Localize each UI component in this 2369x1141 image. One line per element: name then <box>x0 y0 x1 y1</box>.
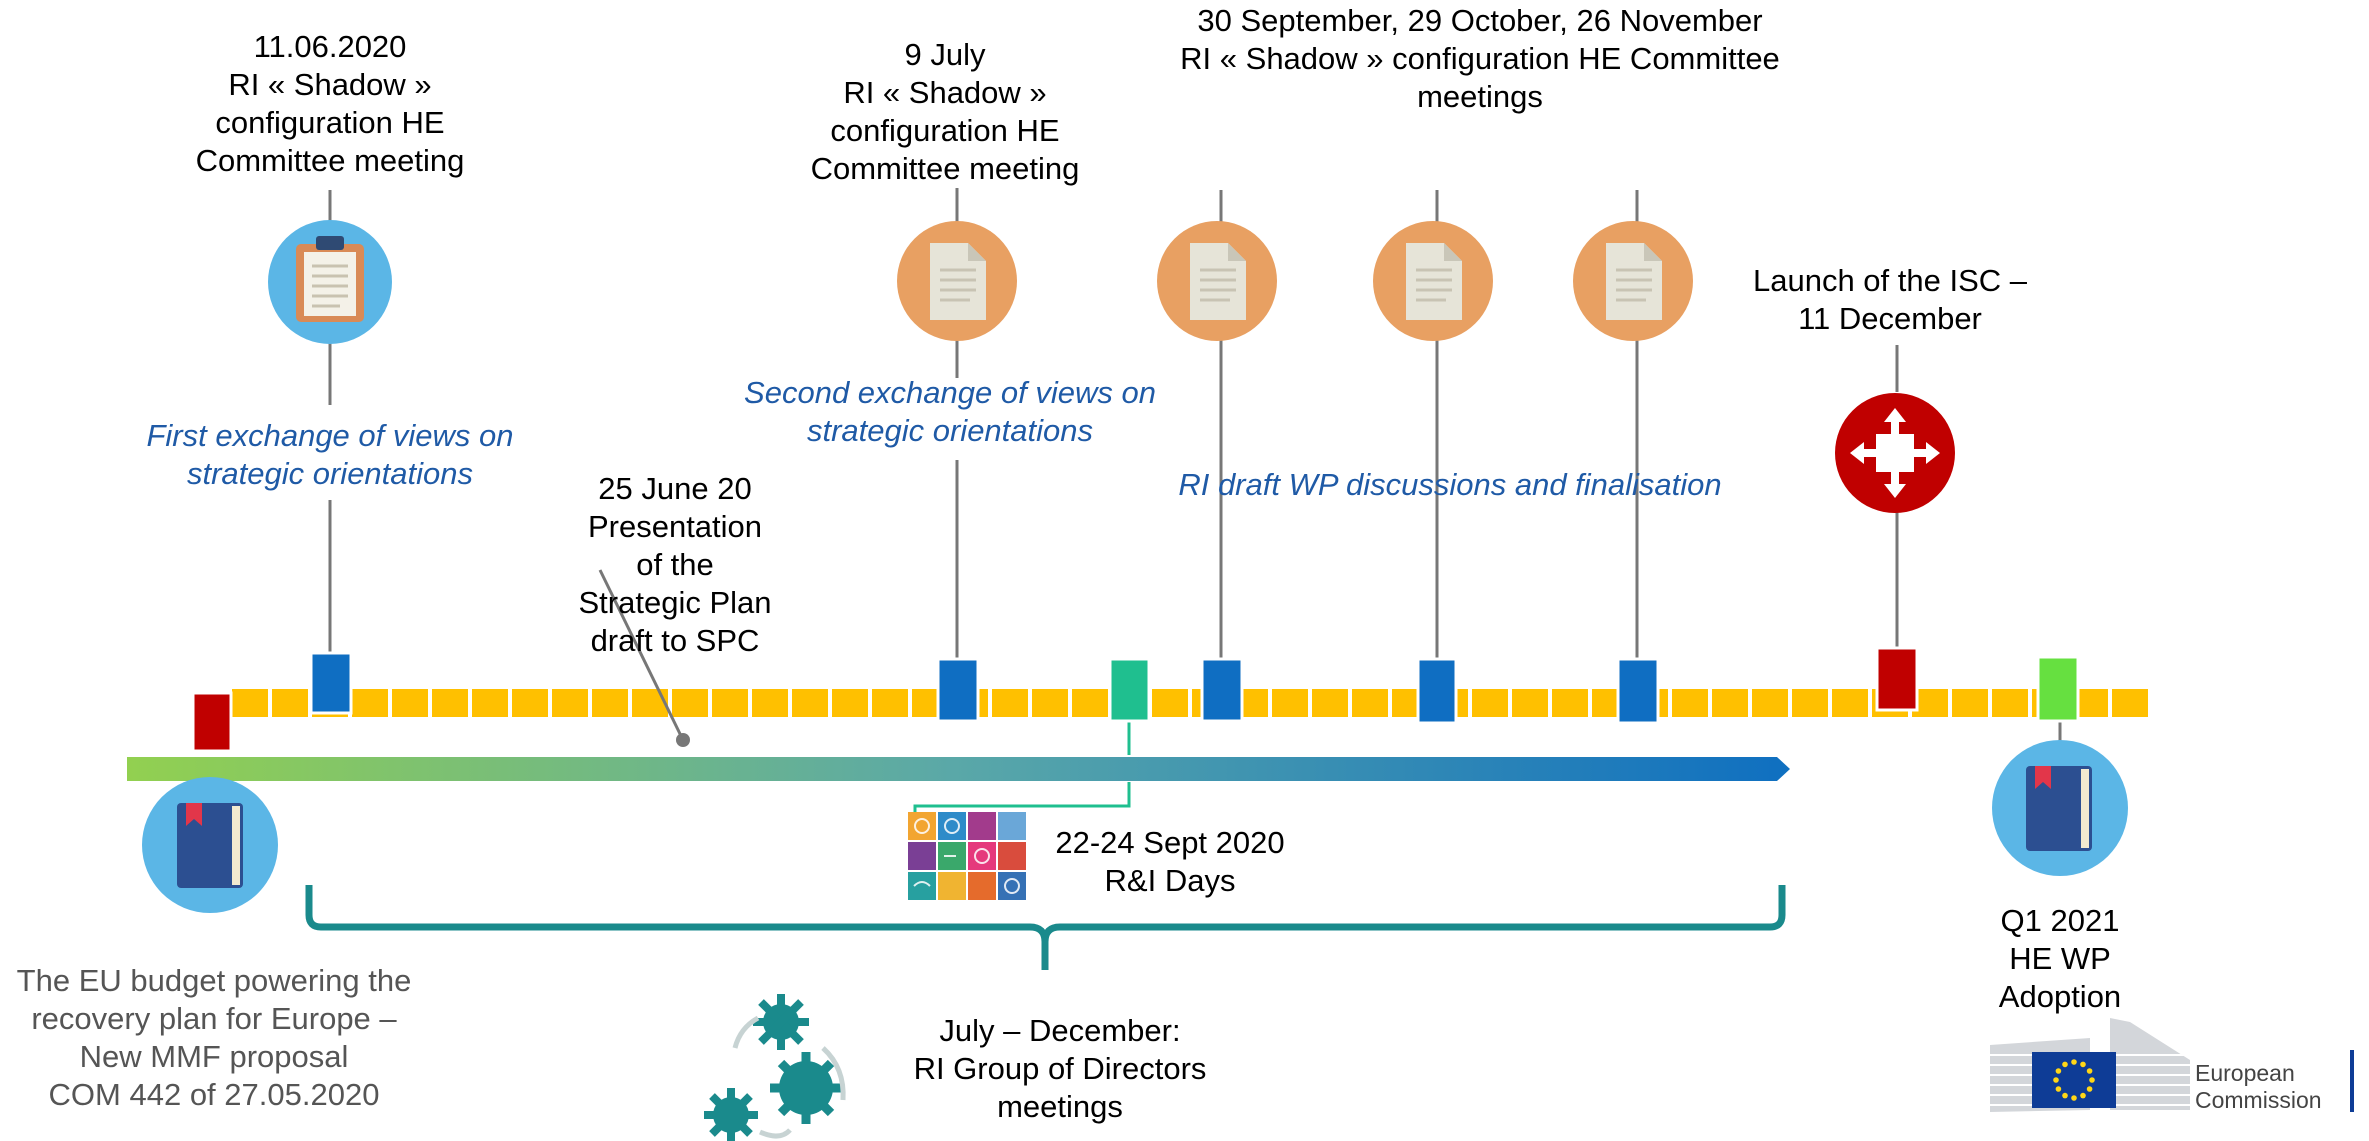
note-ri-draft: RI draft WP discussions and finalisation <box>1178 467 1722 502</box>
timeline-segment <box>1752 689 1788 717</box>
eu-star <box>2071 1095 2077 1101</box>
clipboard-icon <box>268 220 392 344</box>
eu-star <box>2053 1077 2059 1083</box>
eu-star <box>2055 1068 2062 1074</box>
timeline-segment <box>272 689 308 717</box>
timeline-segment <box>1952 689 1988 717</box>
gears-icon <box>704 994 846 1141</box>
timeline-segment <box>552 689 588 717</box>
note-first-exchange: First exchange of views on strategic ori… <box>146 418 514 491</box>
timeline-segment <box>792 689 828 717</box>
timeline-segment <box>1552 689 1588 717</box>
timeline-segment <box>872 689 908 717</box>
timeline-segment <box>592 689 628 717</box>
timeline-segment <box>432 689 468 717</box>
note-budget: The EU budget powering the recovery plan… <box>16 963 412 1112</box>
connector-lines <box>328 188 2062 745</box>
timeline-arrow <box>127 757 1790 781</box>
document-icon <box>1373 221 1493 341</box>
marker-november <box>1616 657 1660 725</box>
document-icon <box>1157 221 1277 341</box>
document-icon <box>897 221 1017 341</box>
timeline-segment <box>512 689 548 717</box>
timeline-segment <box>1032 689 1068 717</box>
presentation-dot <box>676 733 690 747</box>
timeline-segment <box>232 689 268 717</box>
eu-star <box>2062 1092 2068 1099</box>
note-presentation: 25 June 20 Presentation of the Strategic… <box>578 471 772 658</box>
eu-star <box>2080 1092 2086 1099</box>
eu-star <box>2055 1086 2062 1092</box>
marker-july <box>936 657 980 723</box>
event-label-autumn: 30 September, 29 October, 26 November RI… <box>1180 3 1780 114</box>
eu-flag-icon <box>1990 1018 2354 1112</box>
eu-logo-text-1: European <box>2195 1060 2295 1086</box>
note-directors: July – December: RI Group of Directors m… <box>913 1013 1207 1124</box>
timeline-track <box>232 689 2148 717</box>
marker-december <box>1875 646 1919 712</box>
eu-star <box>2086 1068 2093 1074</box>
timeline-segment <box>1312 689 1348 717</box>
timeline-segment <box>832 689 868 717</box>
timeline-segment <box>352 689 388 717</box>
timeline-segment <box>1352 689 1388 717</box>
marker-september <box>1200 657 1244 723</box>
timeline-segment <box>1672 689 1708 717</box>
timeline-segment <box>752 689 788 717</box>
timeline-segment <box>1072 689 1108 717</box>
timeline-segment <box>2112 689 2148 717</box>
event-label-june: 11.06.2020 RI « Shadow » configuration H… <box>195 29 465 178</box>
timeline-segment <box>1272 689 1308 717</box>
timeline-segment <box>1792 689 1828 717</box>
brace <box>305 885 1786 970</box>
timeline-segment <box>992 689 1028 717</box>
eu-logo-text-2: Commission <box>2195 1087 2322 1113</box>
timeline-segment <box>1512 689 1548 717</box>
note-ri-days: 22-24 Sept 2020 R&I Days <box>1055 825 1285 898</box>
timeline-segment <box>1152 689 1188 717</box>
timeline-segment <box>712 689 748 717</box>
timeline-segment <box>1712 689 1748 717</box>
timeline-segment <box>472 689 508 717</box>
event-label-isc-launch: Launch of the ISC – 11 December <box>1752 263 2028 336</box>
eu-star <box>2080 1061 2086 1068</box>
timeline-segment <box>1992 689 2028 717</box>
marker-june <box>309 651 353 715</box>
event-label-july: 9 July RI « Shadow » configuration HE Co… <box>810 37 1080 186</box>
ri-days-mosaic-icon <box>908 812 1026 900</box>
timeline-segment <box>632 689 668 717</box>
eu-star <box>2062 1061 2068 1068</box>
timeline-segment <box>672 689 708 717</box>
marker-ri-days <box>1108 657 1151 723</box>
book-icon <box>1992 740 2128 876</box>
eu-star <box>2071 1059 2077 1065</box>
note-second-exchange: Second exchange of views on strategic or… <box>744 375 1156 448</box>
eu-star <box>2089 1077 2095 1083</box>
note-adoption: Q1 2021 HE WP Adoption <box>1998 903 2122 1014</box>
timeline-segment <box>392 689 428 717</box>
marker-start <box>191 691 233 753</box>
timeline-segment <box>1472 689 1508 717</box>
eu-star <box>2086 1086 2093 1092</box>
timeline-segment <box>1832 689 1868 717</box>
cross-arrows-icon <box>1835 393 1955 513</box>
marker-q1-2021 <box>2036 655 2080 723</box>
book-icon <box>142 777 278 913</box>
marker-october <box>1416 657 1458 725</box>
document-icon <box>1573 221 1693 341</box>
